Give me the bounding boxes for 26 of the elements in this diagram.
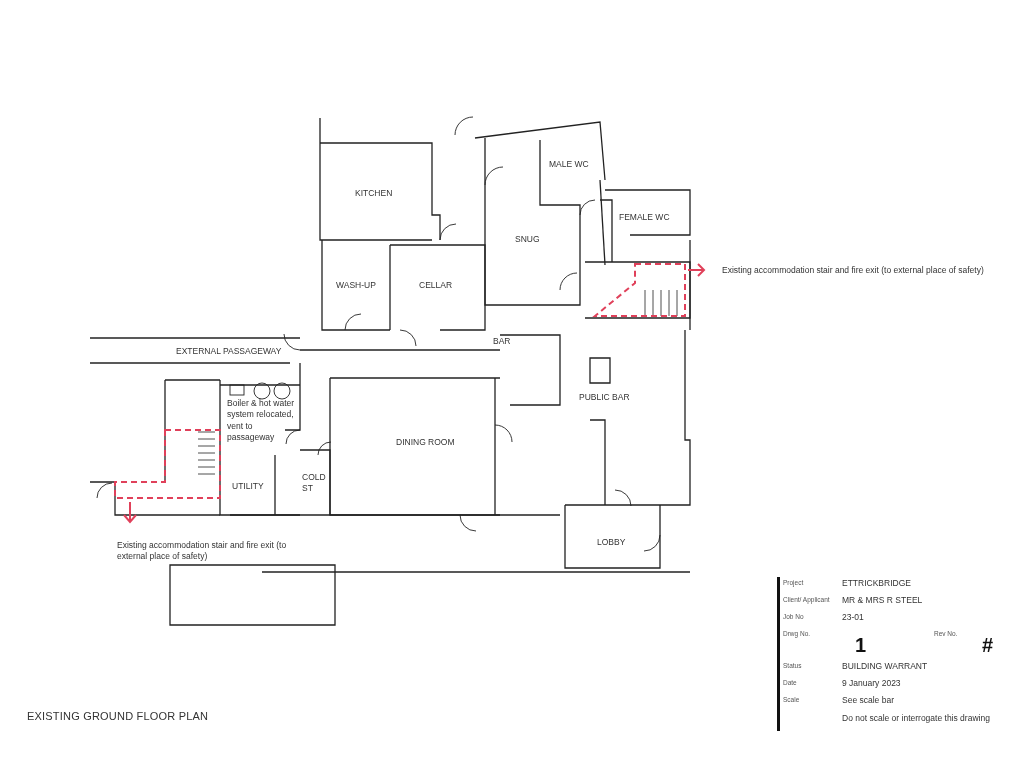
note-text: Existing accommodation stair and fire exit (to external place of safety) xyxy=(722,265,985,277)
room-label: SNUG xyxy=(515,234,540,246)
room-label: CELLAR xyxy=(419,280,453,292)
field-value: 9 January 2023 xyxy=(842,678,901,690)
field-value: 23-01 xyxy=(842,612,864,624)
room-label: DINING ROOM xyxy=(396,437,455,449)
room-label: FEMALE WC xyxy=(619,212,670,224)
room-label: LOBBY xyxy=(597,537,626,549)
room-label: EXTERNAL PASSAGEWAY xyxy=(176,346,282,358)
field-value: BUILDING WARRANT xyxy=(842,661,928,673)
note-text: COLD ST xyxy=(302,472,326,495)
room-label: BAR xyxy=(493,336,511,348)
note-text: Existing accommodation stair and fire exit (to external place of safety) xyxy=(117,540,288,563)
drawing-title: EXISTING GROUND FLOOR PLAN xyxy=(27,710,209,722)
field-value: See scale bar xyxy=(842,695,894,707)
field-value: MR & MRS R STEEL xyxy=(842,595,923,607)
field-value: # xyxy=(982,633,994,658)
note-text: Boiler & hot water system relocated, vent to passageway xyxy=(227,398,296,444)
room-label: PUBLIC BAR xyxy=(579,392,630,404)
field-value: ETTRICKBRIDGE xyxy=(842,578,911,590)
field-value: Do not scale or interrogate this drawing xyxy=(842,713,990,725)
room-label: WASH-UP xyxy=(336,280,376,292)
room-label: UTILITY xyxy=(232,481,264,493)
room-label: KITCHEN xyxy=(355,188,393,200)
room-label: MALE WC xyxy=(549,159,589,171)
field-value: 1 xyxy=(855,633,867,658)
